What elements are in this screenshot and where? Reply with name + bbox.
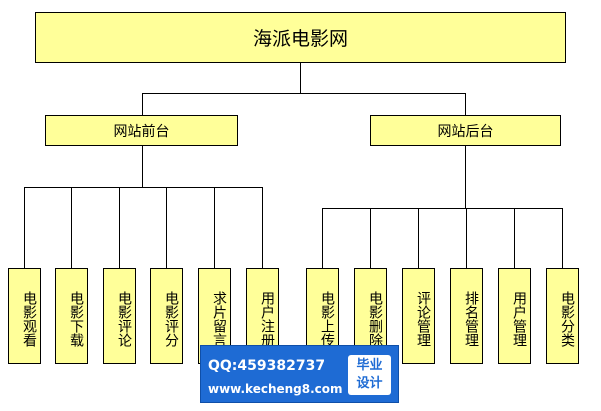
watermark-badge: 毕业 设计 bbox=[348, 355, 391, 395]
branch-node-front: 网站前台 bbox=[45, 115, 238, 146]
leaf-node-back-4: 排名管理 bbox=[450, 268, 483, 364]
leaf-node-back-6: 电影分类 bbox=[546, 268, 579, 364]
leaf-node-front-2: 电影下载 bbox=[55, 268, 88, 364]
root-node: 海派电影网 bbox=[35, 12, 566, 63]
leaf-node-back-3: 评论管理 bbox=[402, 268, 435, 364]
leaf-node-back-5: 用户管理 bbox=[498, 268, 531, 364]
leaf-node-front-1: 电影观看 bbox=[8, 268, 41, 364]
leaf-node-front-3: 电影评论 bbox=[103, 268, 136, 364]
branch-node-back: 网站后台 bbox=[370, 115, 561, 146]
watermark-banner: QQ:459382737 www.kecheng8.com 毕业 设计 bbox=[200, 345, 399, 403]
watermark-qq: QQ:459382737 bbox=[208, 358, 326, 374]
leaf-node-front-4: 电影评分 bbox=[150, 268, 183, 364]
watermark-badge-line1: 毕业 bbox=[356, 358, 383, 373]
watermark-badge-line2: 设计 bbox=[356, 376, 383, 391]
watermark-url: www.kecheng8.com bbox=[208, 382, 343, 396]
